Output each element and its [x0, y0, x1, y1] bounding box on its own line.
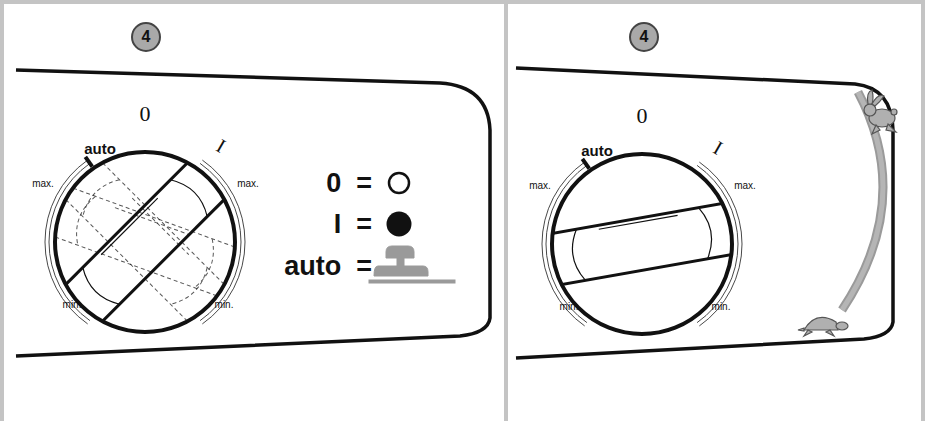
- position-mark: I: [212, 134, 229, 157]
- appliance-housing: [516, 68, 893, 358]
- auto-mark: auto: [84, 140, 116, 157]
- position-mark: 0: [637, 103, 648, 129]
- position-mark: 0: [140, 101, 151, 127]
- callout-circle: 4: [629, 22, 659, 52]
- scale-mark: max.: [237, 178, 259, 189]
- scale-mark: min.: [63, 299, 82, 310]
- control-dial: [42, 152, 248, 332]
- auto-mark: auto: [581, 142, 613, 159]
- on-symbol: [387, 212, 412, 237]
- position-mark: I: [709, 136, 726, 159]
- scale-mark: min.: [712, 301, 731, 312]
- appliance-housing: [16, 70, 490, 356]
- legend-text: I =: [334, 211, 372, 238]
- legend-text: 0 =: [326, 170, 372, 197]
- scale-mark: min.: [560, 301, 579, 312]
- scale-mark: min.: [215, 299, 234, 310]
- callout-number: 4: [142, 29, 151, 45]
- turtle-symbol: [798, 318, 848, 337]
- control-dial: [539, 154, 745, 334]
- rabbit-symbol: [864, 90, 897, 134]
- off-symbol: [389, 173, 409, 193]
- callout-circle: 4: [131, 22, 161, 52]
- scale-mark: max.: [32, 178, 54, 189]
- scale-mark: max.: [734, 180, 756, 191]
- scale-mark: max.: [529, 180, 551, 191]
- callout-number: 4: [640, 29, 649, 45]
- legend-text: auto =: [284, 253, 372, 280]
- iron-symbol: [369, 246, 455, 283]
